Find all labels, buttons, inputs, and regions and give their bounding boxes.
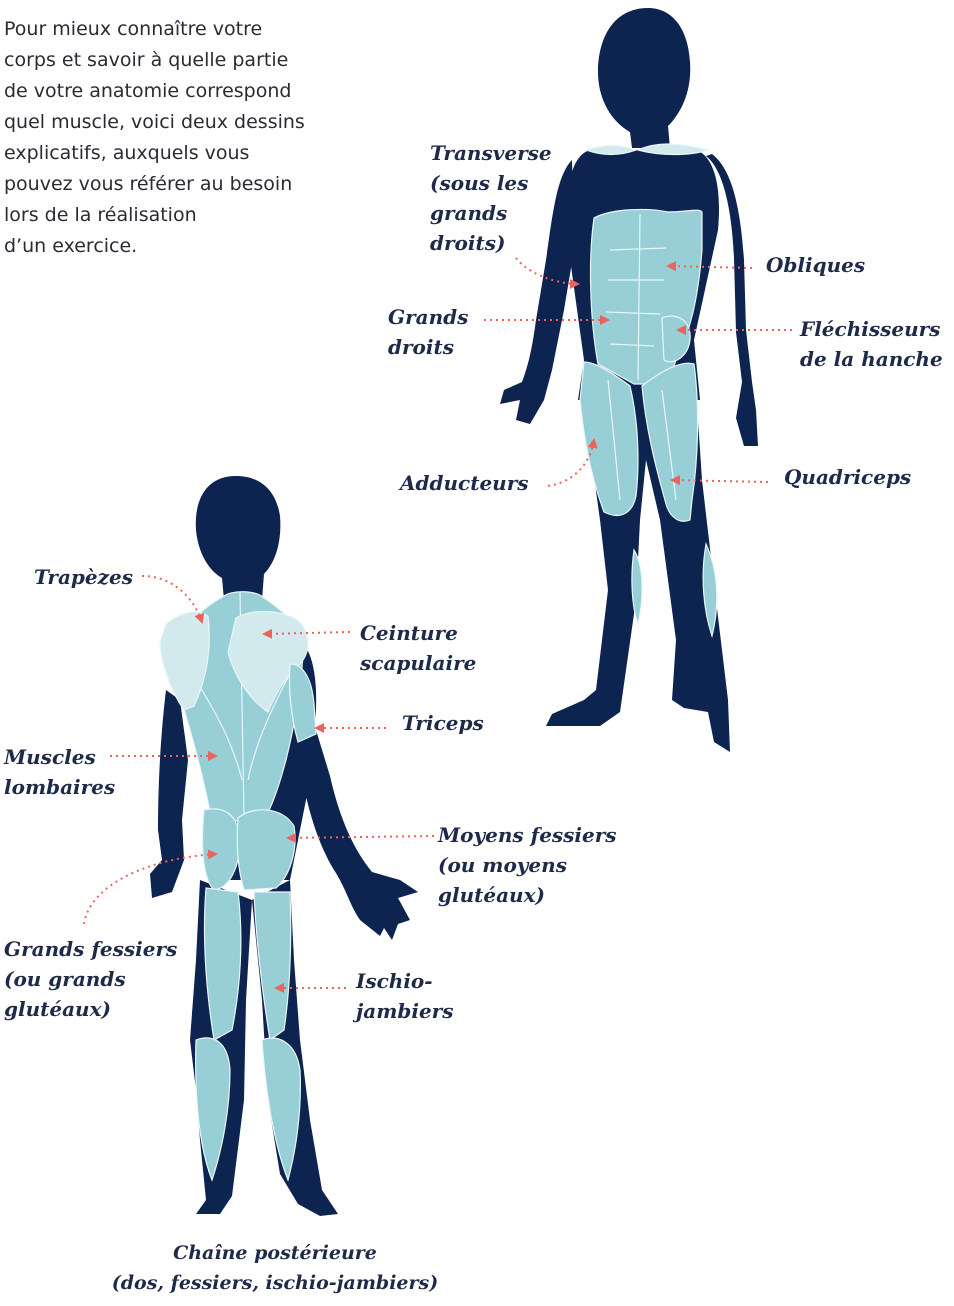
intro-line: pouvez vous référer au besoin [4, 169, 344, 200]
label-quadriceps: Quadriceps [784, 462, 911, 492]
intro-line: Pour mieux connaître votre [4, 14, 344, 45]
label-line: droits) [430, 228, 552, 258]
label-line: Obliques [766, 250, 865, 280]
back-figure [150, 476, 418, 1216]
front-figure [500, 8, 758, 752]
intro-paragraph: Pour mieux connaître votre corps et savo… [4, 14, 344, 262]
label-line: Grands fessiers [4, 934, 177, 964]
back-hamstring-right [254, 892, 291, 1040]
label-ceinture-scapulaire: Ceinture scapulaire [360, 618, 476, 678]
caption-line: Chaîne postérieure [90, 1238, 460, 1268]
label-moyens-fessiers: Moyens fessiers (ou moyens glutéaux) [438, 820, 617, 910]
label-line: glutéaux) [438, 880, 617, 910]
label-line: Ceinture [360, 618, 476, 648]
label-line: Transverse [430, 138, 552, 168]
label-line: jambiers [356, 996, 453, 1026]
label-line: Triceps [402, 708, 484, 738]
label-grands-fessiers: Grands fessiers (ou grands glutéaux) [4, 934, 177, 1024]
label-flechisseurs: Fléchisseurs de la hanche [800, 314, 943, 374]
label-obliques: Obliques [766, 250, 865, 280]
intro-line: corps et savoir à quelle partie [4, 45, 344, 76]
label-line: (ou moyens [438, 850, 617, 880]
arrow-grands-fessiers [84, 854, 216, 924]
label-muscles-lombaires: Muscles lombaires [4, 742, 115, 802]
figure-caption: Chaîne postérieure (dos, fessiers, ischi… [90, 1238, 460, 1298]
front-thigh-right [642, 363, 698, 521]
intro-line: quel muscle, voici deux dessins [4, 107, 344, 138]
label-grands-droits: Grands droits [388, 302, 468, 362]
label-line: droits [388, 332, 468, 362]
label-line: Muscles [4, 742, 115, 772]
label-adducteurs: Adducteurs [400, 468, 529, 498]
label-line: (ou grands [4, 964, 177, 994]
label-line: (sous les [430, 168, 552, 198]
label-line: grands [430, 198, 552, 228]
intro-line: d’un exercice. [4, 231, 344, 262]
label-line: Moyens fessiers [438, 820, 617, 850]
label-line: glutéaux) [4, 994, 177, 1024]
intro-line: lors de la réalisation [4, 200, 344, 231]
intro-line: de votre anatomie correspond [4, 76, 344, 107]
label-line: Ischio- [356, 966, 453, 996]
label-line: de la hanche [800, 344, 943, 374]
label-line: Grands [388, 302, 468, 332]
label-line: Adducteurs [400, 468, 529, 498]
label-line: Quadriceps [784, 462, 911, 492]
arrow-moyens-fessiers [288, 836, 434, 838]
label-line: scapulaire [360, 648, 476, 678]
label-line: Fléchisseurs [800, 314, 943, 344]
label-transverse: Transverse (sous les grands droits) [430, 138, 552, 258]
label-line: lombaires [4, 772, 115, 802]
label-line: Trapèzes [34, 562, 133, 592]
caption-line: (dos, fessiers, ischio-jambiers) [90, 1268, 460, 1298]
intro-line: explicatifs, auxquels vous [4, 138, 344, 169]
label-trapezes: Trapèzes [34, 562, 133, 592]
label-triceps: Triceps [402, 708, 484, 738]
label-ischio-jambiers: Ischio- jambiers [356, 966, 453, 1026]
